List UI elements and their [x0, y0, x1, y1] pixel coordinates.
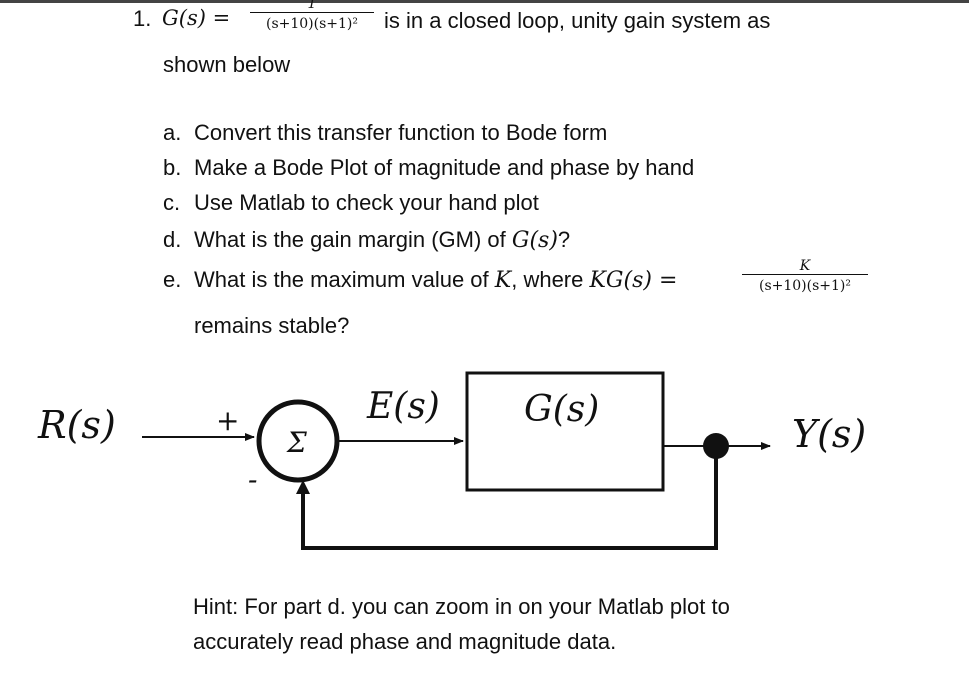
summer-symbol: Σ	[286, 426, 307, 459]
part-c-letter: c.	[163, 190, 181, 215]
kg-fraction: K (s+10)(s+1)²	[742, 258, 868, 295]
minus-sign: -	[248, 463, 257, 496]
summing-junction	[256, 399, 340, 483]
gs-numerator: 1	[307, 0, 317, 12]
hint-line1: Hint: For part d. you can zoom in on you…	[193, 594, 730, 619]
input-label: R(s)	[37, 403, 116, 447]
plant-block	[465, 371, 665, 492]
part-e-text-line2: remains stable?	[194, 313, 350, 338]
gs-fraction: 1 (s+10)(s+1)²	[250, 0, 374, 33]
part-d-text: What is the gain margin (GM) of G(s)?	[194, 227, 570, 253]
part-e-letter: e.	[163, 267, 182, 292]
problem-number: 1.	[133, 6, 152, 31]
part-c-text: Use Matlab to check your hand plot	[194, 190, 539, 215]
part-d-math: G(s)	[511, 228, 558, 253]
error-label: E(s)	[366, 386, 440, 427]
kg-fraction-bar	[742, 274, 868, 275]
hint-line2: accurately read phase and magnitude data…	[193, 629, 617, 654]
part-b-letter: b.	[163, 155, 182, 180]
part-e-kg: KG(s) =	[589, 268, 678, 293]
part-a-text: Convert this transfer function to Bode f…	[194, 120, 608, 145]
output-label: Y(s)	[792, 412, 866, 456]
kg-denominator: (s+10)(s+1)²	[758, 278, 851, 294]
part-e-question: What is the maximum value of	[194, 267, 495, 292]
plus-sign: +	[216, 404, 239, 437]
part-d-question: What is the gain margin (GM) of	[194, 227, 512, 252]
part-e-k: K	[494, 268, 512, 293]
plant-label: G(s)	[524, 389, 599, 430]
feedback-arrowhead	[296, 480, 310, 494]
part-d-end: ?	[557, 227, 571, 252]
kg-numerator: K	[799, 258, 811, 274]
part-e-text: What is the maximum value of K, where KG…	[194, 267, 677, 293]
part-a-letter: a.	[163, 120, 182, 145]
part-e-mid: , where	[511, 267, 590, 292]
intro-text-line2: shown below	[163, 52, 291, 77]
gs-denominator: (s+10)(s+1)²	[265, 16, 358, 32]
part-b-text: Make a Bode Plot of magnitude and phase …	[194, 155, 695, 180]
gs-lhs: G(s) =	[162, 6, 231, 30]
intro-text: is in a closed loop, unity gain system a…	[384, 8, 771, 33]
top-border	[0, 0, 969, 3]
gs-fraction-bar	[250, 12, 374, 13]
part-d-letter: d.	[163, 227, 182, 252]
feedback-path	[301, 446, 718, 550]
